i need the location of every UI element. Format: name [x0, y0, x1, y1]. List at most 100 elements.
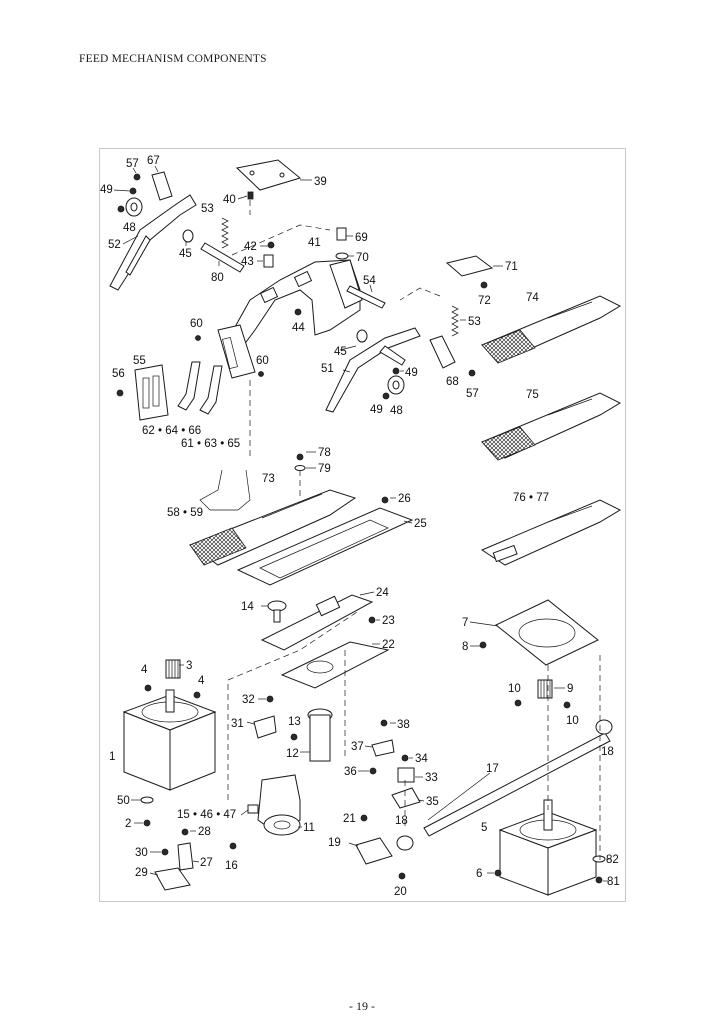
callout-labels: 39 40 57 67 49 48 52 53 45 80 42 43 41 6… [100, 155, 620, 898]
feed-plate-76 [480, 499, 622, 566]
callout-25: 25 [414, 518, 427, 530]
callout-4b: 4 [198, 675, 205, 687]
screw-26 [381, 496, 389, 504]
callout-78: 78 [318, 447, 331, 459]
gear-9 [537, 679, 553, 699]
callout-32: 32 [242, 694, 255, 706]
callout-2: 2 [125, 818, 131, 830]
callout-81: 81 [607, 876, 620, 888]
nut-49-left [129, 187, 137, 195]
callout-18b: 18 [601, 746, 614, 758]
alignment-lines [227, 200, 601, 860]
screw-69 [336, 227, 347, 241]
callout-44: 44 [292, 322, 305, 334]
callout-71: 71 [505, 261, 518, 273]
callout-38: 38 [397, 719, 410, 731]
callout-20: 20 [394, 886, 407, 898]
callout-3: 3 [186, 660, 192, 672]
bracket-35 [391, 787, 421, 809]
callout-45b: 45 [334, 346, 347, 358]
screw-36 [369, 767, 377, 775]
bracket-61 [199, 365, 223, 415]
callout-76: 76 • 77 [513, 492, 549, 504]
callout-62: 62 • 64 • 66 [142, 425, 201, 437]
screw-72 [480, 281, 488, 289]
shaft-80 [200, 242, 245, 273]
spring-53-right [451, 305, 459, 337]
bushing-18-right [595, 719, 613, 735]
bracket-71 [445, 255, 494, 277]
callout-41: 41 [308, 237, 321, 249]
callout-74: 74 [526, 292, 539, 304]
callout-23: 23 [382, 615, 395, 627]
plate-22 [280, 641, 390, 689]
bushing-48-left [125, 197, 143, 217]
slider-24 [260, 594, 374, 651]
plate-25 [236, 507, 414, 586]
callout-9: 9 [567, 683, 573, 695]
wire-58 [199, 469, 251, 511]
callout-57b: 57 [466, 388, 479, 400]
callout-17: 17 [486, 763, 499, 775]
bracket-62 [177, 361, 201, 411]
callout-19: 19 [328, 837, 341, 849]
callout-10a: 10 [508, 683, 521, 695]
callout-16: 16 [225, 860, 238, 872]
callout-60a: 60 [190, 318, 203, 330]
screw-20 [398, 872, 406, 880]
plate-assembly-60 [217, 324, 256, 379]
washer-45-left [182, 229, 194, 243]
callout-73: 73 [262, 473, 275, 485]
callout-26: 26 [398, 493, 411, 505]
screw-57-right [468, 369, 476, 377]
callout-55: 55 [133, 355, 146, 367]
callout-79: 79 [318, 463, 331, 475]
shaft-12 [307, 708, 333, 762]
gear-3 [165, 659, 181, 679]
callout-51: 51 [321, 363, 334, 375]
callout-53b: 53 [468, 316, 481, 328]
callout-24: 24 [376, 587, 389, 599]
callout-56: 56 [112, 368, 125, 380]
shaft-17 [423, 732, 611, 837]
callout-15: 15 • 46 • 47 [177, 809, 236, 821]
callout-72: 72 [478, 295, 491, 307]
screw-49-left [117, 205, 125, 213]
callout-48a: 48 [123, 222, 136, 234]
callout-14: 14 [241, 601, 254, 613]
callout-54: 54 [363, 275, 376, 287]
page-title: FEED MECHANISM COMPONENTS [79, 53, 267, 65]
callout-61: 61 • 63 • 65 [181, 438, 240, 450]
screw-44 [294, 308, 302, 316]
screw-49-right [382, 392, 390, 400]
block-15 [247, 804, 259, 814]
callout-49b: 49 [405, 367, 418, 379]
screw-6 [494, 869, 502, 877]
screw-78 [296, 453, 304, 461]
screw-60a [195, 335, 201, 341]
plate-55 [134, 364, 169, 421]
callout-45a: 45 [179, 248, 192, 260]
callout-30: 30 [135, 847, 148, 859]
lever-31 [253, 715, 277, 739]
screw-32 [266, 695, 274, 703]
callout-52: 52 [108, 239, 121, 251]
screw-4a [144, 684, 152, 692]
callout-33: 33 [425, 772, 438, 784]
callout-37: 37 [351, 741, 364, 753]
callout-67: 67 [147, 155, 160, 167]
link-68 [429, 335, 456, 369]
screw-40 [247, 191, 254, 200]
bracket-27 [177, 842, 194, 871]
link-67 [151, 171, 173, 201]
arm-52 [109, 194, 197, 291]
feed-plate-74 [480, 295, 622, 364]
screw-8 [479, 641, 487, 649]
screw-23 [368, 616, 376, 624]
screw-34 [401, 754, 409, 762]
callout-5: 5 [481, 822, 487, 834]
callout-29: 29 [135, 867, 148, 879]
callout-28: 28 [198, 826, 211, 838]
spring-53-left [221, 217, 229, 249]
